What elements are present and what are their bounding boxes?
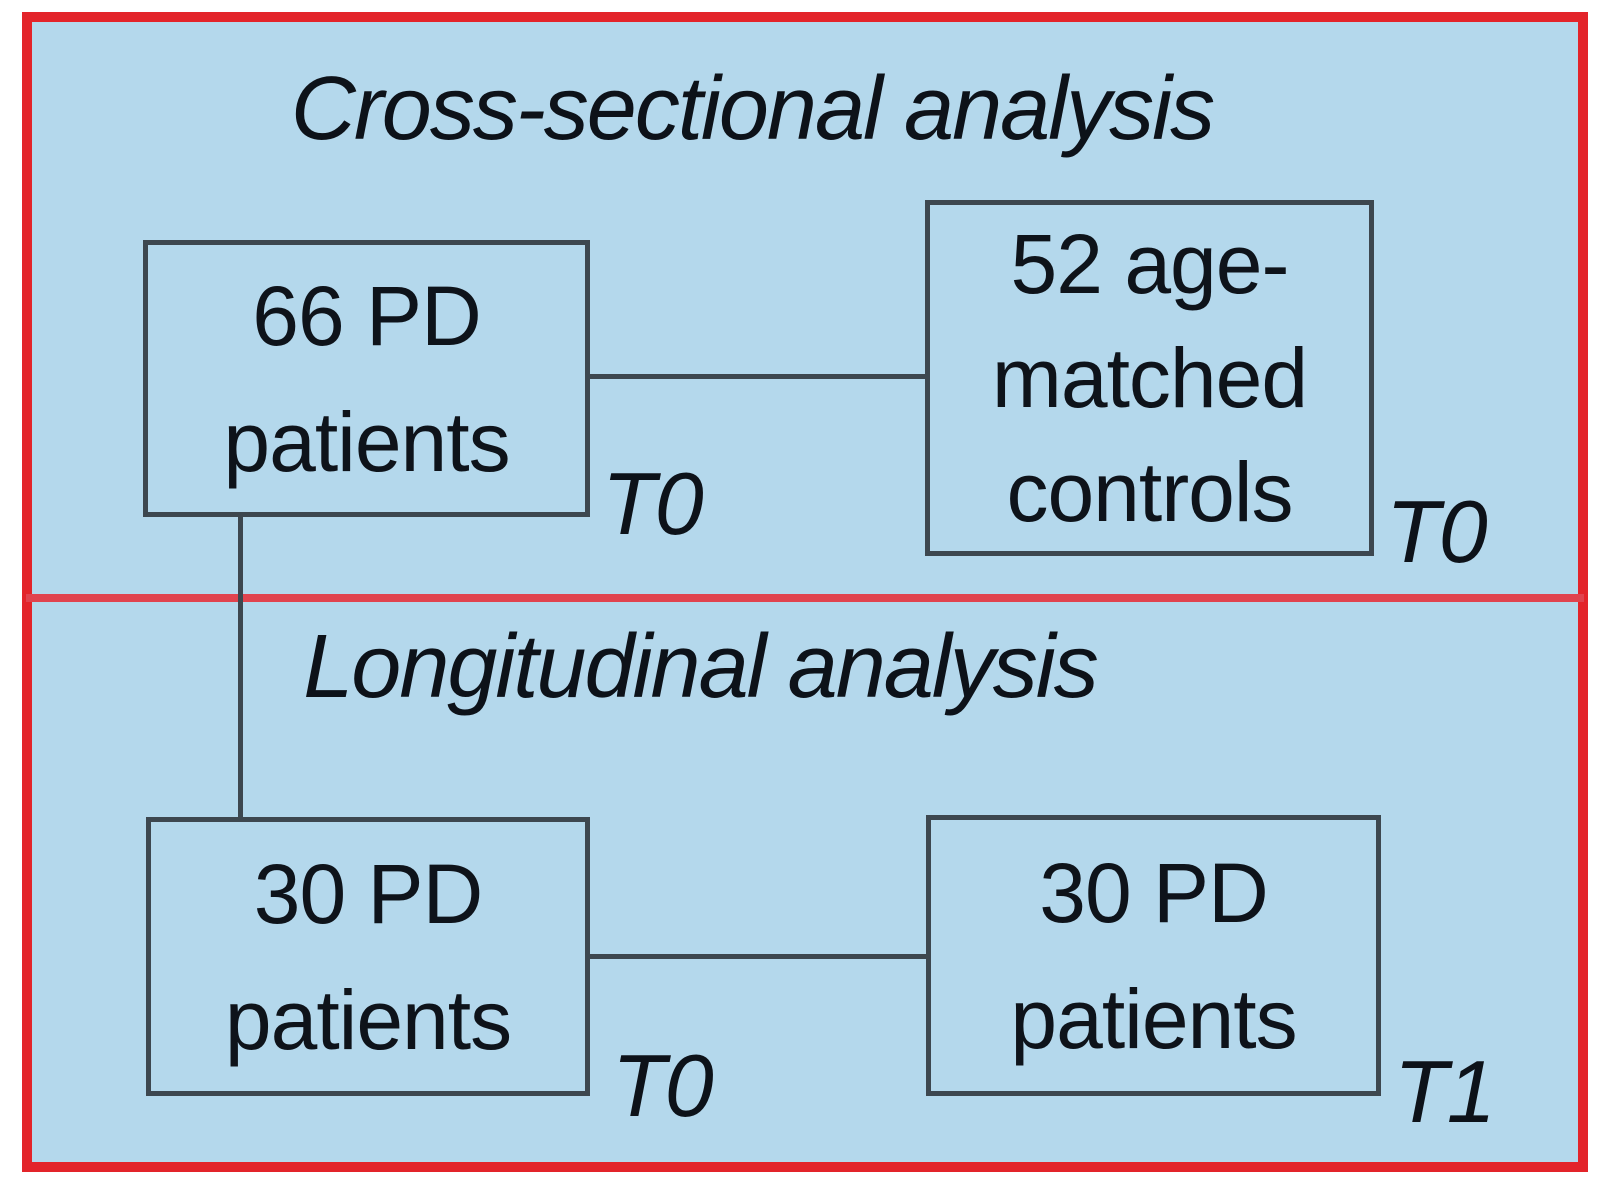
box-66-pd-patients-line2: patients [223,394,510,489]
box-52-controls-line1: 52 age- [1010,216,1290,311]
box-30-followup-line1: 30 PD [1039,845,1268,940]
box-66-pd-patients-line1: 66 PD [252,268,481,363]
box-30-pd-patients-followup: 30 PD patients [926,815,1381,1096]
connector-66pd-to-30pd [238,515,243,817]
timepoint-label-30pd-t1: T1 [1394,1042,1496,1141]
longitudinal-section-title: Longitudinal analysis [303,617,1099,717]
box-66-pd-patients: 66 PD patients [143,240,590,517]
box-30-pd-patients-baseline: 30 PD patients [146,817,590,1096]
timepoint-label-30pd-t0: T0 [612,1036,714,1135]
cross-sectional-section-title: Cross-sectional analysis [290,59,1215,159]
connector-66pd-to-controls [590,374,925,379]
timepoint-label-66pd-t0: T0 [602,454,704,553]
box-52-age-matched-controls: 52 age- matched controls [925,200,1374,556]
box-52-controls-line3: controls [1006,445,1293,540]
connector-30pd-t0-to-t1 [590,954,926,959]
timepoint-label-controls-t0: T0 [1386,482,1488,581]
box-30-followup-line2: patients [1010,971,1297,1066]
box-30-baseline-line1: 30 PD [253,846,483,941]
box-52-controls-line2: matched [991,330,1308,425]
section-divider-line [26,594,1584,602]
figure-panel [22,12,1588,1172]
box-30-baseline-line2: patients [224,972,512,1067]
